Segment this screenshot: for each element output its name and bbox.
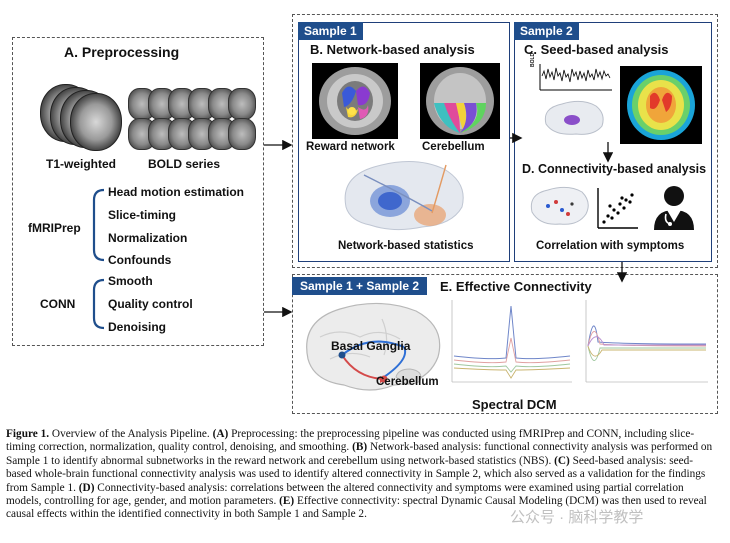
effective-panel bbox=[292, 274, 718, 414]
connectivity-brain bbox=[530, 186, 589, 225]
caption-d-label: (D) bbox=[78, 481, 95, 494]
connectivity-analysis-title: D. Connectivity-based analysis bbox=[522, 162, 707, 176]
fmriprep-step: Head motion estimation bbox=[108, 185, 245, 199]
figure-label: Figure 1. bbox=[6, 428, 50, 440]
conn-step: Smooth bbox=[108, 274, 153, 288]
sample2-tag: Sample 2 bbox=[514, 22, 579, 40]
sample1-tag: Sample 1 bbox=[298, 22, 363, 40]
bold-timeseries bbox=[539, 64, 612, 91]
seed-brain bbox=[544, 100, 604, 135]
heatmap-brain bbox=[620, 66, 702, 144]
basal-ganglia-label: Basal Ganglia bbox=[331, 339, 411, 353]
caption-intro: Overview of the Analysis Pipeline. bbox=[49, 428, 213, 440]
figure-caption: Figure 1. Overview of the Analysis Pipel… bbox=[6, 428, 718, 522]
conn-label: CONN bbox=[40, 297, 76, 311]
reward-network-label: Reward network bbox=[306, 141, 395, 153]
caption-d-text: Connectivity-based analysis: correlation… bbox=[6, 481, 684, 508]
fmriprep-label: fMRIPrep bbox=[28, 221, 81, 235]
doctor-icon bbox=[654, 186, 694, 230]
fmriprep-step: Confounds bbox=[108, 253, 172, 267]
preprocessing-title: A. Preprocessing bbox=[64, 44, 180, 60]
caption-e-text: Effective connectivity: spectral Dynamic… bbox=[6, 495, 707, 521]
bold-series-image bbox=[128, 88, 256, 152]
cerebellum-label: Cerebellum bbox=[422, 141, 485, 153]
watermark: 公众号 · 脑科学教学 bbox=[510, 509, 644, 526]
t1-weighted-label: T1-weighted bbox=[46, 157, 117, 171]
conn-step: Quality control bbox=[108, 297, 193, 311]
spectral-plot-right bbox=[585, 300, 708, 383]
reward-network-brain bbox=[312, 63, 398, 139]
caption-c-text: Seed-based analysis: seed-based whole-br… bbox=[6, 454, 706, 494]
flow-arrows bbox=[264, 132, 628, 318]
seed-analysis-title: C. Seed-based analysis bbox=[524, 42, 669, 57]
nbs-glass-brain bbox=[344, 160, 464, 231]
correlation-scatter bbox=[597, 188, 638, 229]
combined-sample-tag: Sample 1 + Sample 2 bbox=[292, 277, 428, 295]
cerebellum-brain bbox=[420, 63, 500, 139]
pipeline-brackets bbox=[92, 188, 105, 330]
conn-step: Denoising bbox=[108, 320, 167, 334]
caption-c-label: (C) bbox=[554, 454, 570, 467]
fmriprep-step: Slice-timing bbox=[108, 208, 177, 222]
caption-b-label: (B) bbox=[352, 441, 368, 454]
nbs-label: Network-based statistics bbox=[338, 240, 474, 252]
spectral-plot-left bbox=[451, 300, 572, 383]
bold-series-label: BOLD series bbox=[148, 157, 221, 171]
caption-b-text: Network-based analysis: functional conne… bbox=[6, 441, 713, 467]
correlation-label: Correlation with symptoms bbox=[536, 240, 685, 252]
spectral-dcm-label: Spectral DCM bbox=[472, 397, 557, 412]
dcm-cerebellum-label: Cerebellum bbox=[376, 376, 439, 388]
caption-a-label: (A) bbox=[212, 428, 229, 440]
fmriprep-step: Normalization bbox=[108, 231, 188, 245]
caption-a-text: Preprocessing: the preprocessing pipelin… bbox=[6, 428, 695, 454]
preprocessing-panel bbox=[12, 37, 264, 346]
t1-weighted-image bbox=[40, 84, 130, 154]
caption-e-label: (E) bbox=[279, 495, 295, 508]
effective-connectivity-title: E. Effective Connectivity bbox=[440, 279, 592, 294]
dcm-brain bbox=[306, 302, 441, 391]
network-analysis-title: B. Network-based analysis bbox=[310, 42, 475, 57]
